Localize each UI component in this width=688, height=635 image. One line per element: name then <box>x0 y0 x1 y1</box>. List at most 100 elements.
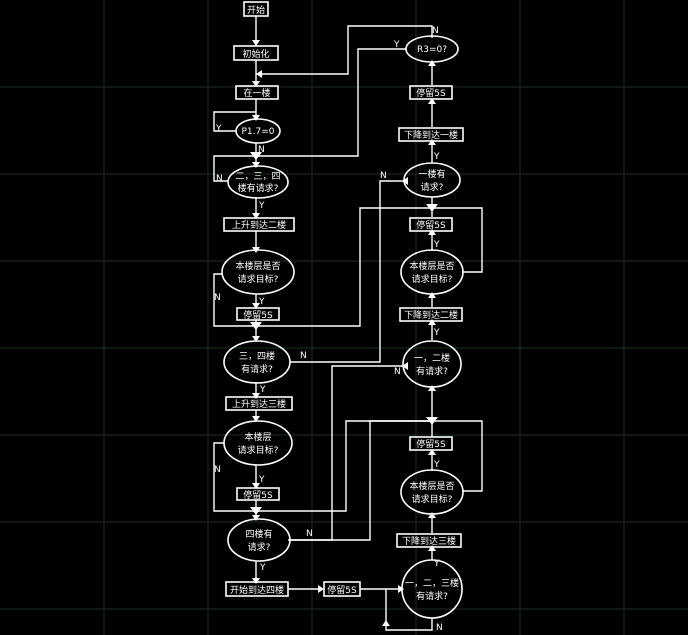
node-q-12-label-1: 一，二楼 <box>414 352 450 364</box>
node-q-34-label-1: 三，四楼 <box>239 350 275 362</box>
arrowhead <box>398 585 404 593</box>
node-target-3 <box>223 420 293 466</box>
arrowhead <box>428 512 436 518</box>
node-target-r2-label-2: 请求目标? <box>412 273 453 285</box>
label-no: N <box>306 529 313 539</box>
arrowhead <box>428 319 436 325</box>
arrowhead <box>252 515 260 521</box>
node-check-r3-label: R3=0? <box>417 45 447 55</box>
node-target-r3-label-2: 请求目标? <box>412 493 453 505</box>
edge-q123-loop-n <box>385 589 433 631</box>
node-check-p17-label: P1.7=0 <box>241 127 274 137</box>
arrowhead <box>428 98 436 104</box>
edge-p17-loop-y <box>213 111 256 132</box>
node-q-1 <box>403 162 461 198</box>
node-target-r3-label-1: 本楼层是否 <box>409 480 454 492</box>
label-no: N <box>300 351 307 361</box>
arrowhead <box>252 40 260 46</box>
edge-r3-to-q234-y <box>256 48 406 157</box>
node-wait-3 <box>236 487 280 501</box>
node-up-to-4 <box>225 581 289 597</box>
arrowhead <box>428 139 436 145</box>
node-wait-4-label: 停留5S <box>327 584 357 596</box>
arrowhead <box>428 292 436 298</box>
label-no: N <box>258 145 265 155</box>
arrowhead <box>428 60 436 66</box>
node-wait-r2 <box>409 217 453 232</box>
edge-r3-loop-n <box>256 25 433 75</box>
node-check-p17 <box>235 118 281 144</box>
label-yes: Y <box>433 559 440 569</box>
label-no: N <box>216 174 223 184</box>
merge-marker <box>250 507 262 515</box>
merge-marker <box>250 152 262 160</box>
label-no: N <box>214 293 221 303</box>
node-target-3-label-2: 请求目标? <box>238 444 279 456</box>
node-start <box>243 1 269 17</box>
label-yes: Y <box>258 297 265 307</box>
edge-q34-n-to-q1 <box>290 180 404 363</box>
node-down-to-1 <box>398 127 464 142</box>
edge-targetr3-bypass-n <box>432 420 483 492</box>
node-target-2-label-1: 本楼层是否 <box>235 260 280 272</box>
arrowhead <box>252 578 260 584</box>
node-check-r3 <box>405 35 459 63</box>
node-q-12 <box>402 340 462 388</box>
node-target-r3 <box>400 469 464 515</box>
label-no: N <box>394 367 401 377</box>
node-at-floor1-label: 在一楼 <box>243 87 270 99</box>
label-yes: Y <box>433 328 440 338</box>
label-no: N <box>432 26 439 36</box>
merge-marker <box>426 417 438 425</box>
node-q-234-label-1: 二，三，四 <box>235 172 280 182</box>
arrowhead <box>252 416 260 422</box>
label-yes: Y <box>259 385 266 395</box>
label-yes: Y <box>433 152 440 162</box>
label-no: N <box>380 171 387 181</box>
node-q-234 <box>227 165 289 199</box>
node-down-to-1-label: 下降到达一楼 <box>404 129 458 141</box>
node-target-r2-label-1: 本楼层是否 <box>409 260 454 272</box>
node-q-123-label-1: 一，二，三楼 <box>405 577 459 589</box>
node-wait-1-label: 停留5S <box>416 87 446 99</box>
node-q-4-label-2: 请求? <box>248 541 271 553</box>
node-wait-2-label: 停留5S <box>243 309 273 321</box>
arrowhead <box>256 70 262 78</box>
node-q-4 <box>227 518 291 562</box>
arrowhead <box>252 81 260 87</box>
arrowhead <box>252 336 260 342</box>
node-q-234-label-2: 楼有请求? <box>238 182 279 194</box>
node-q-1-label-1: 一楼有 <box>418 168 445 180</box>
node-up-to-2 <box>223 217 295 232</box>
arrowhead <box>318 585 324 593</box>
node-q-4-label-1: 四楼有 <box>245 528 272 540</box>
node-q-34-label-2: 有请求? <box>241 363 273 375</box>
arrowhead <box>382 620 390 626</box>
arrowhead <box>252 393 260 399</box>
node-up-to-3 <box>225 396 293 411</box>
arrowhead <box>428 545 436 551</box>
arrowhead <box>252 162 260 168</box>
node-start-label: 开始 <box>247 4 265 16</box>
node-up-to-2-label: 上升到达二楼 <box>232 219 286 231</box>
node-q-34 <box>223 340 291 384</box>
label-yes: Y <box>259 563 266 573</box>
node-wait-r3 <box>409 436 453 451</box>
arrowhead <box>428 385 436 391</box>
node-target-3-label-1: 本楼层 <box>244 431 271 443</box>
label-yes: Y <box>215 124 222 134</box>
node-down-to-2 <box>399 307 463 322</box>
edge-wait2-to-q1 <box>256 207 432 327</box>
label-yes: Y <box>393 40 400 50</box>
node-at-floor1 <box>235 85 279 100</box>
label-no: N <box>214 465 221 475</box>
label-yes: Y <box>433 240 440 250</box>
node-down-to-2-label: 下降到达二楼 <box>404 309 458 321</box>
arrowhead <box>252 483 260 489</box>
merge-marker <box>250 322 262 330</box>
node-down-to-3 <box>396 533 462 548</box>
arrowhead <box>252 115 260 121</box>
edge-targetr2-bypass-n <box>432 207 483 273</box>
arrowhead <box>428 229 436 235</box>
